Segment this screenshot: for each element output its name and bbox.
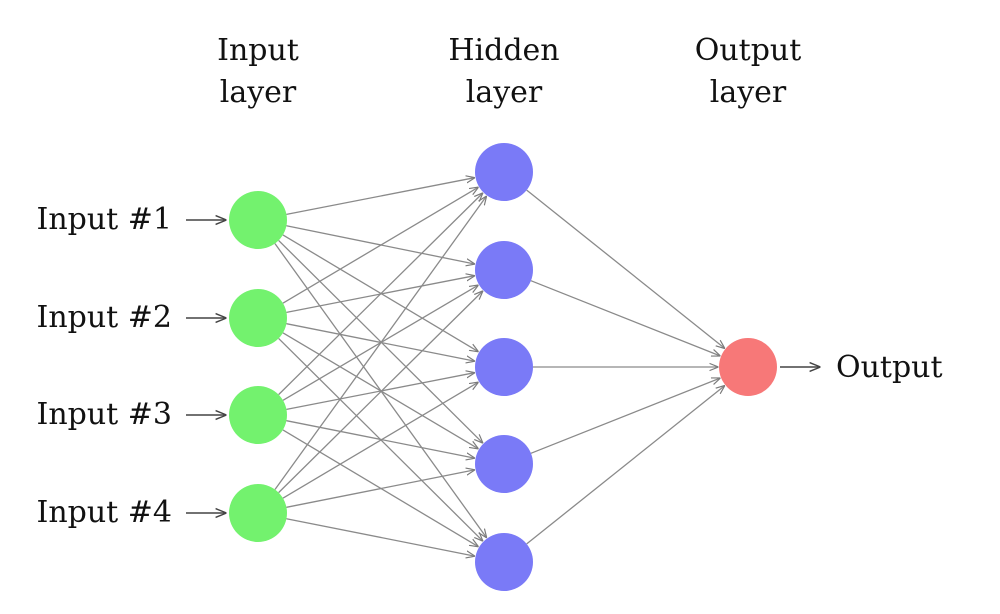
- output-layer-title-line1: Output: [695, 33, 802, 68]
- input-label-1: Input #1: [36, 202, 172, 237]
- edge-input-4-to-hidden-4: [286, 470, 474, 508]
- io-group: Input #1 Input #2 Input #3 Input #4 Outp…: [36, 202, 942, 530]
- output-label: Output: [836, 350, 943, 385]
- input-node-2: [229, 289, 287, 347]
- input-node-4: [229, 484, 287, 542]
- input-label-4: Input #4: [36, 495, 172, 530]
- hidden-node-2: [475, 241, 533, 299]
- edge-hidden-4-to-output-1: [530, 378, 720, 454]
- edge-input-4-to-hidden-5: [286, 518, 474, 556]
- hidden-node-1: [475, 143, 533, 201]
- edge-input-3-to-hidden-1: [278, 193, 483, 396]
- hidden-node-5: [475, 533, 533, 591]
- output-node-1: [719, 338, 777, 396]
- input-layer-title-line2: layer: [220, 75, 297, 110]
- connections-group: [186, 178, 820, 556]
- edge-input-3-to-hidden-4: [286, 420, 474, 458]
- input-node-1: [229, 191, 287, 249]
- nodes-group: [229, 143, 777, 591]
- hidden-layer-title-line2: layer: [466, 75, 543, 110]
- edge-input-1-to-hidden-1: [286, 178, 475, 216]
- edge-input-4-to-hidden-3: [282, 382, 478, 499]
- input-layer-title-line1: Input: [217, 33, 299, 68]
- edge-hidden-2-to-output-1: [530, 280, 720, 356]
- edge-hidden-1-to-output-1: [526, 189, 725, 348]
- edge-input-4-to-hidden-1: [274, 196, 486, 490]
- input-node-3: [229, 386, 287, 444]
- edge-input-4-to-hidden-2: [278, 291, 483, 494]
- input-label-3: Input #3: [36, 397, 172, 432]
- hidden-node-4: [475, 435, 533, 493]
- hidden-node-3: [475, 338, 533, 396]
- edge-input-1-to-hidden-4: [278, 239, 483, 443]
- input-label-2: Input #2: [36, 300, 172, 335]
- edge-hidden-5-to-output-1: [526, 386, 725, 545]
- edge-input-2-to-hidden-1: [282, 187, 478, 304]
- hidden-layer-title-line1: Hidden: [448, 33, 559, 68]
- output-layer-title-line2: layer: [710, 75, 787, 110]
